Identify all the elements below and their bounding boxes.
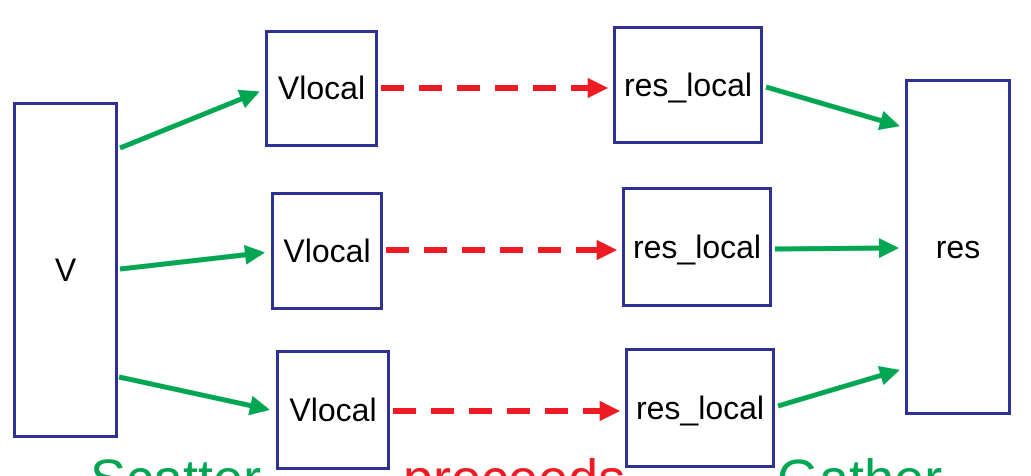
node-res-local-top: res_local — [613, 26, 763, 144]
node-v: V — [13, 102, 118, 438]
node-vlocal-middle-label: Vlocal — [283, 232, 371, 269]
node-vlocal-top: Vlocal — [265, 30, 378, 147]
scatter-arrow-3 — [118, 374, 270, 416]
node-res-local-middle: res_local — [622, 187, 772, 307]
gather-arrow-1 — [765, 84, 900, 131]
node-vlocal-bottom: Vlocal — [276, 350, 390, 470]
node-vlocal-middle: Vlocal — [271, 192, 383, 310]
node-res: res — [905, 79, 1011, 415]
node-v-label: V — [54, 251, 77, 288]
gather-arrow-2 — [774, 238, 899, 259]
node-res-local-bottom-label: res_local — [635, 389, 765, 426]
caption-proceeds: proceeds — [403, 452, 625, 476]
node-res-local-top-label: res_local — [623, 66, 753, 103]
scatter-arrow-2 — [119, 244, 265, 272]
gather-arrow-3 — [777, 365, 900, 409]
node-vlocal-top-label: Vlocal — [277, 70, 366, 106]
scatter-arrow-1 — [119, 89, 260, 151]
node-res-local-bottom: res_local — [625, 348, 775, 468]
node-vlocal-bottom-label: Vlocal — [289, 391, 377, 428]
caption-scatter: Scatter — [90, 452, 261, 476]
node-res-label: res — [935, 228, 981, 265]
caption-gather: Gather — [777, 452, 942, 476]
node-res-local-middle-label: res_local — [632, 228, 762, 265]
